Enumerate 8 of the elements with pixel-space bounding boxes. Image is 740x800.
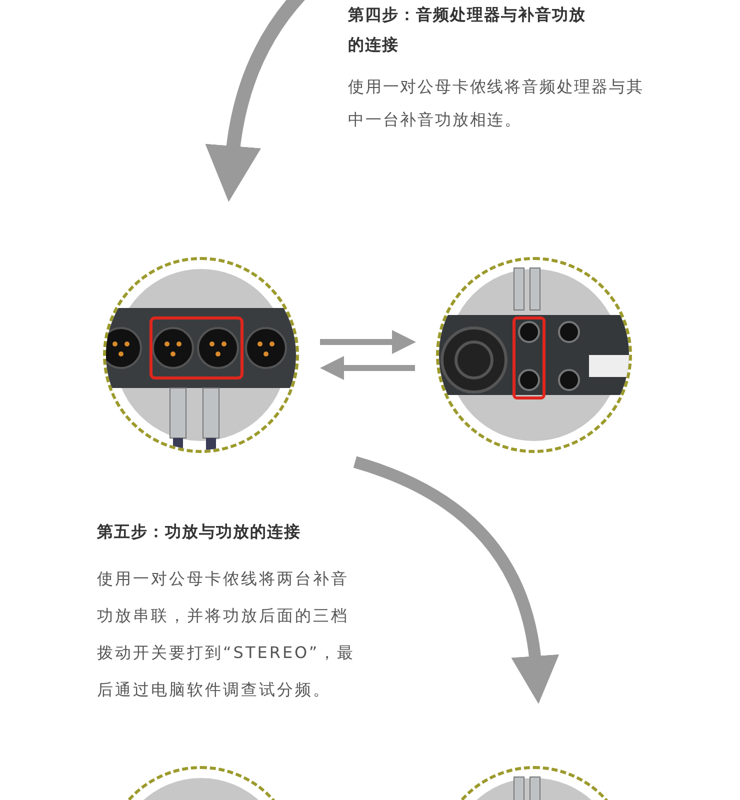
step-heading: 第五步：功放与功放的连接 bbox=[97, 521, 302, 543]
step-description: 使用一对公母卡侬线将两台补音功放串联，并将功放后面的三档拨动开关要打到“STEREO”，最后通过电脑软件调查试分频。 bbox=[97, 568, 356, 701]
step-heading: 第四步：音频处理器与补音功放的连接 bbox=[348, 4, 587, 56]
arrow bbox=[206, 0, 306, 202]
arrow bbox=[320, 330, 416, 354]
arrow bbox=[353, 456, 558, 704]
step-description: 使用一对公母卡侬线将音频处理器与其中一台补音功放相连。 bbox=[348, 76, 645, 131]
arrow bbox=[320, 356, 415, 380]
